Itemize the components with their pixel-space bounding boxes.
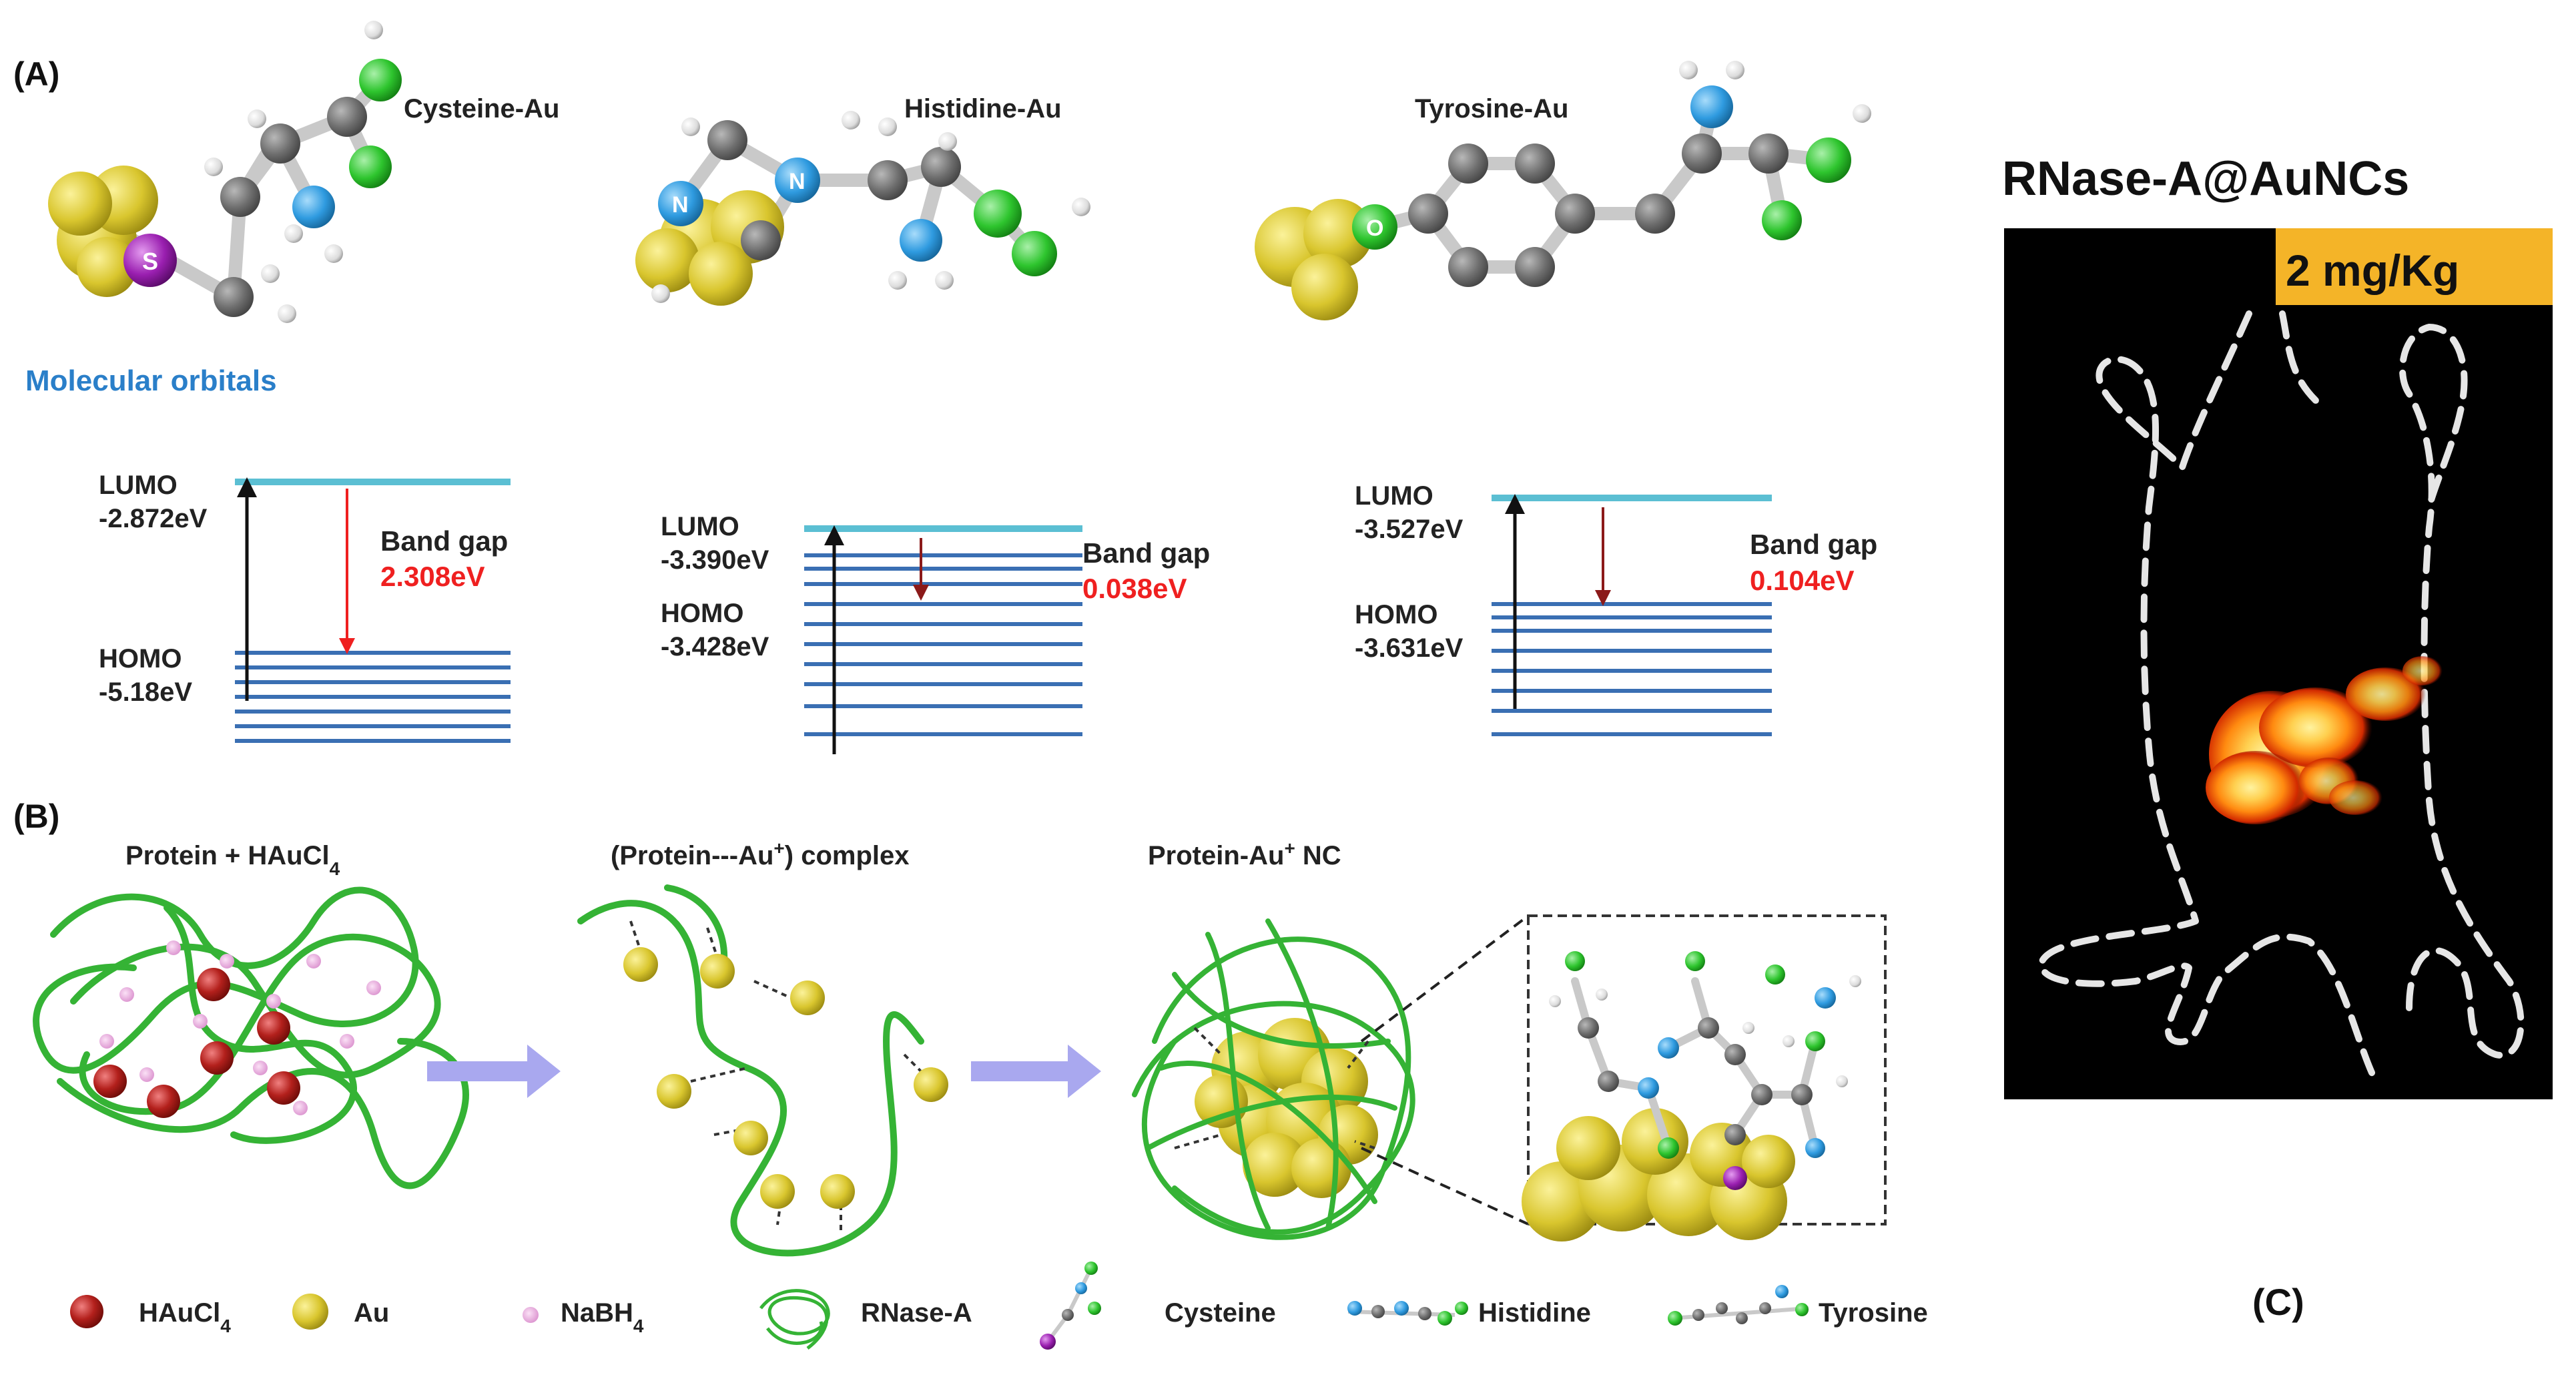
molecular-orbitals-heading: Molecular orbitals	[25, 364, 277, 397]
fluorescence-signal	[2206, 656, 2443, 824]
orbital-diagram-cysteine: LUMO -2.872eV HOMO -5.18eV Band gap 2.30…	[99, 471, 511, 743]
tyrosine-au-molecule: O Tyrosine-Au	[1255, 61, 1871, 320]
panel-c: RNase-A@AuNCs 2 mg/Kg (C)	[2002, 152, 2553, 1323]
lumo-value-2: -3.390eV	[661, 545, 769, 575]
tyrosine-oxygen-label: O	[1366, 216, 1383, 241]
imaging-frame	[2004, 228, 2553, 1099]
lumo-value-1: -2.872eV	[99, 504, 208, 533]
legend-histidine-label: Histidine	[1478, 1298, 1591, 1328]
process-arrow-2	[971, 1045, 1101, 1098]
homo-levels-2	[804, 553, 1082, 736]
legend-cysteine-swatch	[1040, 1262, 1101, 1350]
legend-tyrosine-swatch	[1668, 1285, 1809, 1326]
band-gap-value-2: 0.038eV	[1082, 573, 1187, 604]
legend-haucl4-text: HAuCl	[139, 1298, 220, 1328]
legend-tyrosine-label: Tyrosine	[1819, 1298, 1928, 1328]
dose-badge-text: 2 mg/Kg	[2286, 246, 2459, 295]
legend-nabh4-label: NaBH4	[561, 1298, 644, 1336]
band-gap-value-1: 2.308eV	[380, 561, 485, 592]
stage-1-title-text: Protein + HAuCl	[125, 841, 330, 870]
sulfur-atom-label: S	[142, 248, 158, 275]
zoom-line-top	[1360, 914, 1530, 1043]
homo-label-3: HOMO	[1355, 600, 1437, 629]
lumo-label-3: LUMO	[1355, 481, 1433, 511]
legend-nabh4-sub: 4	[633, 1316, 644, 1336]
stage-1-protein-haucl4	[33, 886, 469, 1189]
panel-b-legend: HAuCl4 Au NaBH4 RNase-A Cysteine	[70, 1262, 1928, 1350]
lumo-value-3: -3.527eV	[1355, 515, 1464, 544]
histidine-au-molecule: N N Histidine-Au	[635, 94, 1090, 306]
panel-a: (A) S	[13, 21, 1877, 754]
stage-3-title: Protein-Au+ NC	[1148, 838, 1341, 871]
stage-2-title-post: ) complex	[785, 841, 910, 870]
band-gap-label-1: Band gap	[380, 525, 508, 557]
homo-value-3: -3.631eV	[1355, 633, 1464, 663]
homo-levels-3	[1492, 602, 1772, 736]
stage-3-title-post: NC	[1295, 841, 1341, 870]
sulfur-atom	[123, 234, 177, 287]
legend-nabh4-swatch	[523, 1307, 539, 1323]
dose-badge	[2276, 228, 2553, 305]
lumo-label-2: LUMO	[661, 512, 739, 541]
band-gap-value-3: 0.104eV	[1750, 565, 1854, 596]
stage-1-title: Protein + HAuCl4	[125, 841, 340, 879]
orbital-diagram-tyrosine: LUMO -3.527eV HOMO -3.631eV Band gap 0.1…	[1355, 481, 1877, 736]
stage-3-title-sup: +	[1284, 838, 1295, 858]
stage-2-title: (Protein---Au+) complex	[611, 838, 909, 871]
process-arrow-1	[427, 1045, 561, 1098]
panel-c-label: (C)	[2252, 1281, 2304, 1323]
stage-2-complex	[577, 884, 948, 1257]
legend-histidine-swatch	[1347, 1301, 1468, 1326]
zoom-inset	[1522, 914, 1887, 1241]
stage-1-title-sub: 4	[330, 858, 340, 879]
histidine-n1-label: N	[672, 192, 689, 218]
stage-2-title-sup: +	[773, 838, 784, 858]
homo-label-2: HOMO	[661, 599, 743, 628]
stage-3-title-pre: Protein-Au	[1148, 841, 1284, 870]
legend-au-swatch	[292, 1294, 328, 1330]
legend-haucl4-label: HAuCl4	[139, 1298, 231, 1336]
homo-label-1: HOMO	[99, 644, 182, 673]
mouse-outline	[2038, 310, 2525, 1085]
legend-haucl4-swatch	[70, 1295, 103, 1328]
homo-value-2: -3.428eV	[661, 632, 769, 661]
lumo-label-1: LUMO	[99, 471, 178, 500]
legend-cysteine-label: Cysteine	[1165, 1298, 1276, 1328]
legend-rnase-label: RNase-A	[861, 1298, 972, 1328]
band-gap-label-2: Band gap	[1082, 537, 1210, 569]
panel-b-label: (B)	[13, 798, 59, 835]
stage-2-title-pre: (Protein---Au	[611, 841, 773, 870]
histidine-n2-label: N	[789, 169, 806, 194]
legend-rnase-swatch	[759, 1289, 830, 1350]
stage-3-nanocluster	[1132, 914, 1530, 1240]
histidine-au-title: Histidine-Au	[904, 94, 1062, 123]
legend-au-label: Au	[354, 1298, 389, 1328]
band-gap-label-3: Band gap	[1750, 529, 1877, 560]
cysteine-au-title: Cysteine-Au	[404, 94, 559, 123]
cysteine-au-molecule: S Cysteine-Au	[48, 21, 559, 323]
legend-nabh4-text: NaBH	[561, 1298, 633, 1328]
panel-c-title: RNase-A@AuNCs	[2002, 152, 2409, 206]
tyrosine-au-title: Tyrosine-Au	[1415, 94, 1568, 123]
homo-value-1: -5.18eV	[99, 677, 192, 707]
orbital-diagram-histidine: LUMO -3.390eV HOMO -3.428eV Band gap 0.0…	[661, 512, 1210, 754]
zoom-line-bottom	[1361, 1147, 1529, 1225]
panel-b: (B) Protein + HAuCl4 (Protein---Au+) com…	[13, 798, 1928, 1350]
homo-levels-1	[235, 651, 511, 743]
legend-haucl4-sub: 4	[220, 1316, 231, 1336]
panel-a-label: (A)	[13, 55, 59, 93]
